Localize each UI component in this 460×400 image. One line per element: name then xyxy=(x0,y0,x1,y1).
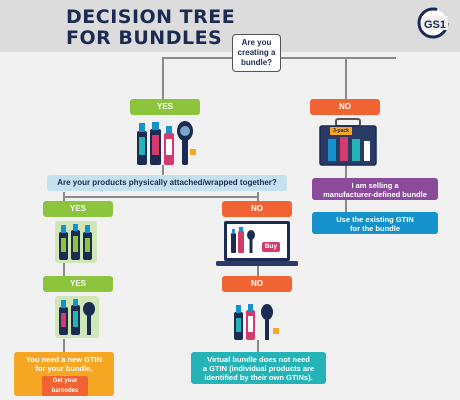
manufacturer-box-line2: manufacturer-defined bundle xyxy=(323,190,427,199)
connector xyxy=(257,340,259,352)
root-question-line2: creating a xyxy=(237,48,276,57)
bundled-products-illustration xyxy=(55,296,99,338)
connector xyxy=(345,200,347,212)
connector xyxy=(257,192,259,202)
buy-label: Buy xyxy=(264,243,278,250)
new-gtin-line2: for your bundle, xyxy=(35,364,93,373)
header-bar xyxy=(0,0,460,52)
wrapped-bottles-illustration xyxy=(55,221,97,263)
virtual-line1: Virtual bundle does not need xyxy=(207,355,310,364)
root-question-line3: bundle? xyxy=(240,58,273,67)
gs1-logo: GS1 xyxy=(417,7,449,39)
virtual-bundle-box: Virtual bundle does not need a GTIN (ind… xyxy=(191,352,326,384)
existing-gtin-box: Use the existing GTIN for the bundle xyxy=(312,212,438,234)
three-pack-label: 3-pack xyxy=(333,128,349,134)
no-label-2: NO xyxy=(222,201,292,217)
existing-gtin-line2: for the bundle xyxy=(350,224,400,233)
connector xyxy=(345,57,347,99)
connector xyxy=(63,339,65,352)
bottles-brush-illustration xyxy=(137,121,196,165)
no-label-1: NO xyxy=(310,99,380,115)
new-gtin-line1: You need a new GTIN xyxy=(25,355,103,364)
get-barcodes-button[interactable]: Get your barcodes xyxy=(42,376,88,396)
title-line-1: DECISION TREE xyxy=(66,6,236,28)
existing-gtin-line1: Use the existing GTIN xyxy=(336,215,414,224)
yes-label-1: YES xyxy=(130,99,200,115)
virtual-line2: a GTIN (individual products are xyxy=(202,364,315,373)
connector xyxy=(162,165,164,177)
connector xyxy=(63,196,258,198)
question-2: Are your products physically attached/wr… xyxy=(47,175,287,191)
page-title: DECISION TREE FOR BUNDLES xyxy=(66,7,235,49)
three-pack-illustration xyxy=(319,118,377,166)
manufacturer-box-line1: I am selling a xyxy=(351,181,399,190)
connector xyxy=(257,265,259,276)
separate-products-illustration xyxy=(234,304,279,340)
laptop-shop-illustration xyxy=(216,221,298,266)
no-label-3: NO xyxy=(222,276,292,292)
connector xyxy=(162,57,164,99)
logo-text: GS1 xyxy=(424,19,446,31)
title-line-2: FOR BUNDLES xyxy=(66,27,223,49)
root-question: Are you creating a bundle? xyxy=(232,34,281,72)
manufacturer-bundle-box: I am selling a manufacturer-defined bund… xyxy=(312,178,438,200)
virtual-line3: identified by their own GTINs). xyxy=(204,373,313,382)
yes-label-3: YES xyxy=(43,276,113,292)
connector xyxy=(63,262,65,276)
root-question-line1: Are you xyxy=(241,38,272,47)
yes-label-2: YES xyxy=(43,201,113,217)
connector xyxy=(345,165,347,179)
